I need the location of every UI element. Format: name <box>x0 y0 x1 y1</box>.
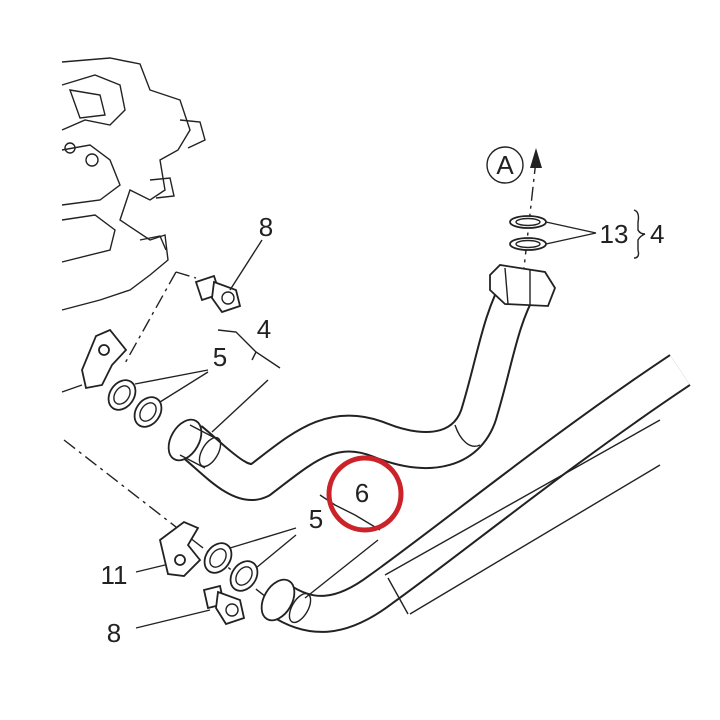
upper-bracket-plate <box>61 328 128 393</box>
upper-o-rings <box>107 379 163 428</box>
label-5-bottom: 5 <box>309 504 323 534</box>
lower-bracket-plate <box>158 520 202 577</box>
label-4: 4 <box>257 314 271 344</box>
highlight-circle <box>326 455 404 533</box>
lower-screw <box>202 584 246 626</box>
label-a: A <box>496 150 514 180</box>
lower-o-rings <box>203 542 259 592</box>
label-11: 11 <box>101 560 128 590</box>
direction-arrow <box>486 146 542 184</box>
label-8-top: 8 <box>259 212 273 242</box>
engine-housing <box>61 57 206 311</box>
leader-lines <box>134 209 646 629</box>
label-13: 13 <box>600 219 629 249</box>
top-nut <box>489 215 557 307</box>
upper-screw <box>194 274 242 314</box>
upper-pipe <box>167 275 537 501</box>
label-4-right: 4 <box>650 219 664 249</box>
lower-pipe <box>260 354 691 633</box>
label-8-bottom: 8 <box>107 618 121 648</box>
label-5-top: 5 <box>213 342 227 372</box>
label-6: 6 <box>355 478 369 508</box>
